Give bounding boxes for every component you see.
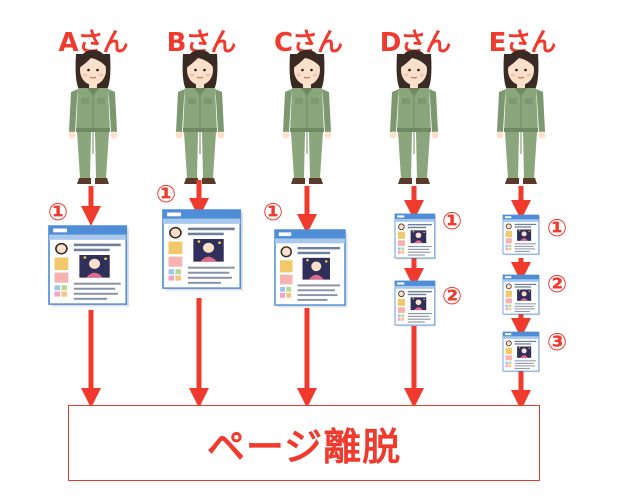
web-page-thumbnail-icon xyxy=(394,280,437,327)
person-c-icon xyxy=(282,49,332,185)
step-marker: ① xyxy=(263,198,283,226)
step-marker: ① xyxy=(48,198,68,226)
step-marker: ① xyxy=(547,214,567,242)
page-exit-box: ページ離脱 xyxy=(68,405,540,481)
step-marker: ① xyxy=(156,180,176,208)
web-page-thumbnail-icon xyxy=(162,209,244,292)
person-b-icon xyxy=(175,49,225,185)
person-d-icon xyxy=(389,49,439,185)
web-page-thumbnail-icon xyxy=(502,331,541,373)
step-marker: ② xyxy=(547,270,567,298)
web-page-thumbnail-icon xyxy=(274,229,349,309)
web-page-thumbnail-icon xyxy=(394,213,437,260)
web-page-thumbnail-icon xyxy=(502,274,541,316)
web-page-thumbnail-icon xyxy=(48,225,130,308)
flow-arrows xyxy=(81,180,531,410)
step-marker: ② xyxy=(442,282,462,310)
web-page-thumbnail-icon xyxy=(502,214,541,256)
page-exit-label: ページ離脱 xyxy=(206,424,402,469)
step-marker: ③ xyxy=(547,328,567,356)
person-e-icon xyxy=(496,49,546,185)
step-marker: ① xyxy=(442,207,462,235)
person-a-icon xyxy=(68,49,118,185)
